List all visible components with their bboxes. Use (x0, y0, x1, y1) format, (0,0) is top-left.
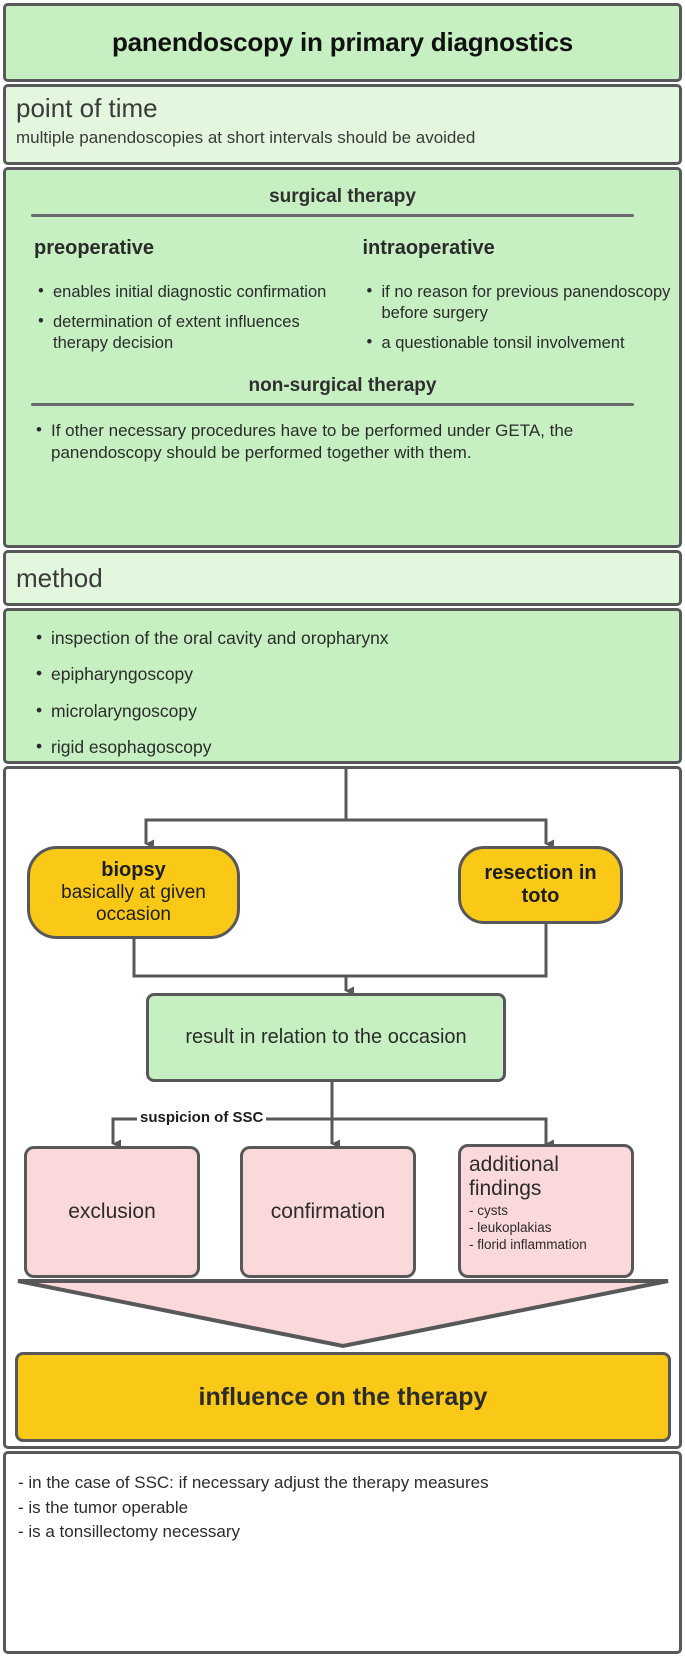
footer-line: - is the tumor operable (18, 1497, 189, 1517)
non-surgical-divider (31, 403, 634, 407)
node-resection-in-toto[interactable]: resection in toto (458, 846, 623, 924)
method-list-panel: inspection of the oral cavity and oropha… (3, 608, 682, 764)
node-additional-findings[interactable]: additional findings - cysts - leukoplaki… (458, 1144, 634, 1278)
node-influence-on-therapy[interactable]: influence on the therapy (15, 1352, 671, 1442)
footer-line: - in the case of SSC: if necessary adjus… (18, 1473, 489, 1492)
list-item: inspection of the oral cavity and oropha… (36, 626, 669, 649)
confirmation-text: confirmation (270, 1200, 386, 1223)
surgical-therapy-title: surgical therapy (269, 186, 416, 207)
node-result[interactable]: result in relation to the occasion (146, 993, 506, 1082)
node-biopsy[interactable]: biopsy basically at given occasion (27, 846, 240, 939)
non-surgical-list: If other necessary procedures have to be… (6, 419, 679, 464)
influence-text: influence on the therapy (198, 1382, 488, 1411)
additional-findings-item: - florid inflammation (469, 1236, 587, 1252)
node-confirmation[interactable]: confirmation (240, 1146, 416, 1278)
title-panel: panendoscopy in primary diagnostics (3, 3, 682, 82)
flow-connectors (17, 769, 669, 1349)
intraoperative-list: if no reason for previous panendoscopy b… (363, 281, 680, 354)
surgical-divider (31, 214, 634, 217)
list-item: microlaryngoscopy (36, 699, 669, 722)
additional-findings-item: - cysts (469, 1203, 508, 1219)
footer-panel: - in the case of SSC: if necessary adjus… (3, 1451, 682, 1654)
additional-findings-title: additional findings (469, 1153, 559, 1200)
additional-findings-item: - leukoplakias (469, 1219, 552, 1235)
preoperative-list: enables initial diagnostic confirmation … (34, 281, 343, 354)
edge-label-suspicion-of-ssc: suspicion of SSC (137, 1109, 267, 1126)
intraoperative-heading: intraoperative (362, 237, 495, 259)
list-item: a questionable tonsil involvement (367, 332, 680, 354)
method-heading-panel: method (3, 550, 682, 606)
footer-line: - is a tonsillectomy necessary (18, 1522, 241, 1542)
page-title: panendoscopy in primary diagnostics (111, 27, 574, 57)
result-text: result in relation to the occasion (185, 1026, 467, 1048)
node-exclusion[interactable]: exclusion (24, 1146, 200, 1278)
list-item: epipharyngoscopy (36, 662, 669, 685)
method-list: inspection of the oral cavity and oropha… (36, 626, 669, 759)
flowchart-panel: biopsy basically at given occasion resec… (3, 766, 682, 1449)
biopsy-subtitle: basically at given occasion (61, 881, 206, 925)
list-item: rigid esophagoscopy (36, 735, 669, 758)
list-item: enables initial diagnostic confirmation (38, 281, 343, 303)
method-heading: method (16, 562, 103, 593)
exclusion-text: exclusion (68, 1200, 156, 1223)
point-of-time-panel: point of time multiple panendoscopies at… (3, 84, 682, 165)
point-of-time-text: multiple panendoscopies at short interva… (16, 128, 476, 147)
therapy-panel: surgical therapy preoperative enables in… (3, 167, 682, 548)
list-item: If other necessary procedures have to be… (36, 419, 644, 464)
resection-title: resection in toto (484, 862, 597, 907)
non-surgical-therapy-title: non-surgical therapy (248, 375, 437, 397)
preoperative-heading: preoperative (34, 237, 155, 259)
biopsy-title: biopsy (101, 858, 166, 881)
list-item: if no reason for previous panendoscopy b… (367, 281, 680, 324)
list-item: determination of extent influences thera… (38, 311, 343, 354)
point-of-time-heading: point of time (16, 93, 158, 123)
